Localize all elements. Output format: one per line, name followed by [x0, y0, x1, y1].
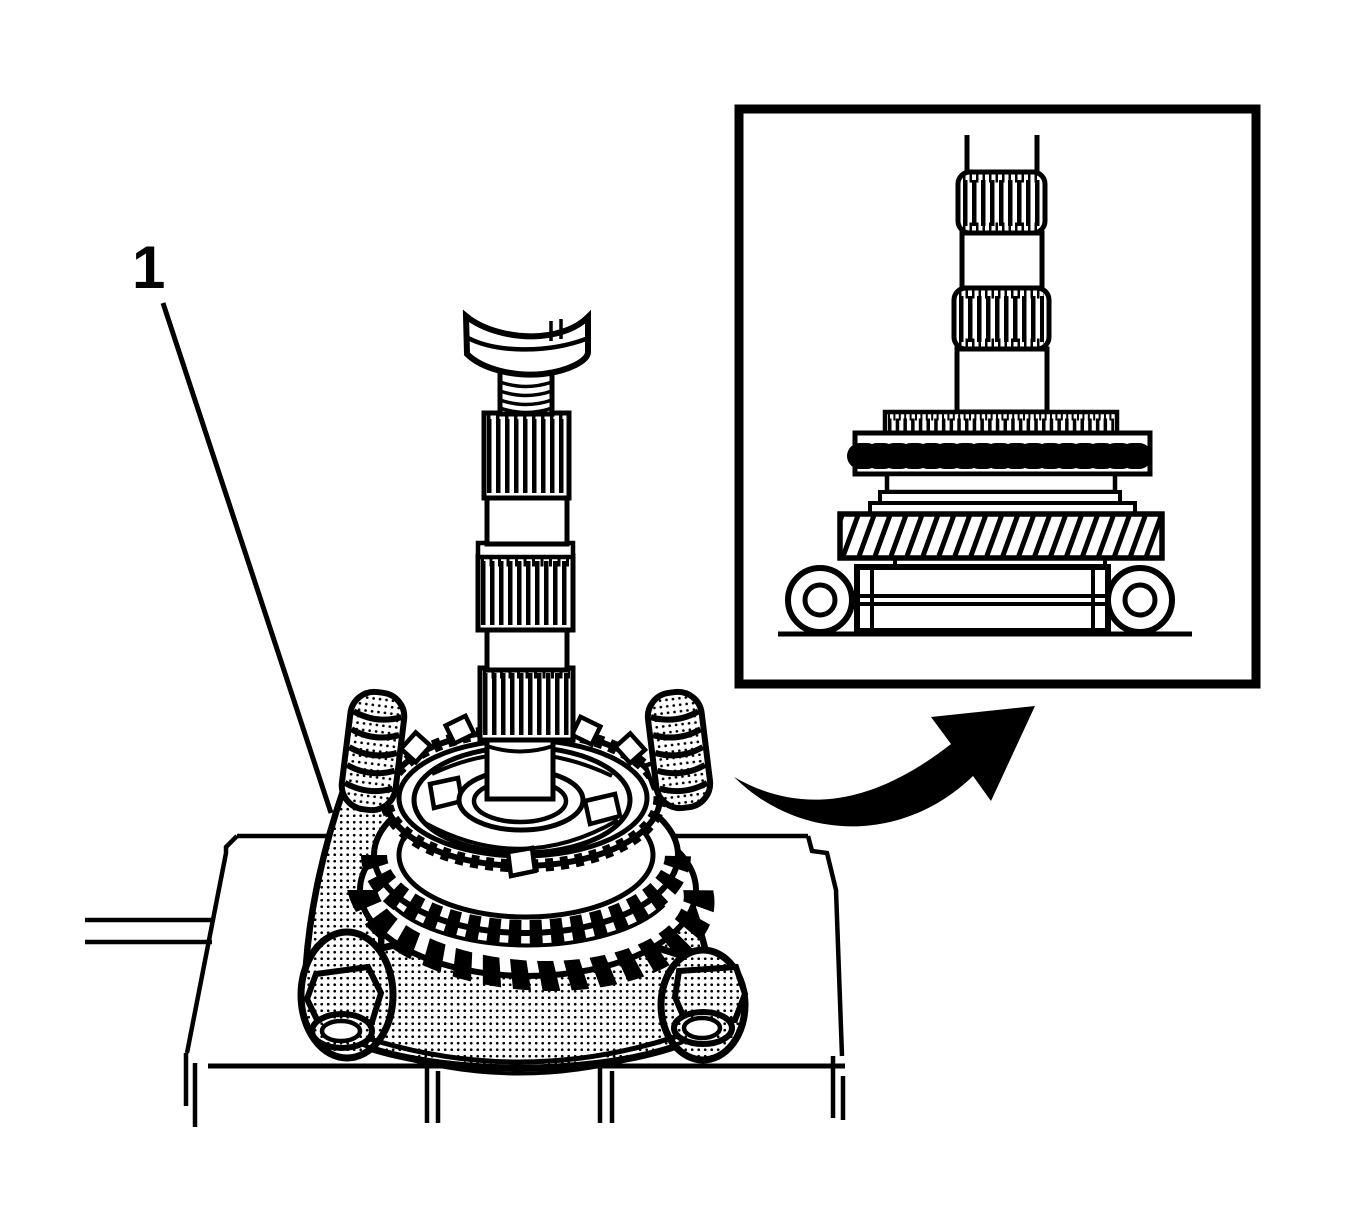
callout-1-label: 1: [132, 234, 165, 301]
inset-helical-gear: [837, 511, 1165, 561]
fixture-right-stud: [644, 688, 714, 812]
press-ram-cap: [462, 309, 591, 378]
fixture-left-stud: [338, 688, 408, 814]
fixture-studs-and-nuts: [303, 688, 749, 1051]
inset-shaft-lower-journal: [954, 346, 1050, 415]
fixture-right-nut: [671, 963, 749, 1047]
inset-support-bar: [854, 564, 1111, 634]
callout-1-leader-line: [160, 302, 334, 814]
table-right-edge: [805, 835, 845, 1057]
output-shaft: [475, 369, 576, 802]
callout-1: 1: [132, 234, 334, 814]
shaft-journal: [484, 494, 570, 547]
inset-detail-box: [734, 104, 1261, 689]
shaft-lower-journal: [484, 734, 556, 802]
helical-gear-teeth: [347, 889, 715, 991]
table-left-edge: [184, 834, 239, 1054]
curved-arrow-icon: [734, 706, 1035, 827]
inset-gear-hub: [884, 471, 1118, 495]
inset-shaft-journal: [959, 230, 1045, 291]
gear-rim-line: [390, 903, 666, 948]
inset-press-support: [778, 564, 1192, 637]
shaft-journal: [484, 625, 570, 673]
inset-shaft-and-gears: [837, 135, 1165, 567]
fixture-left-nut: [303, 963, 385, 1051]
plate-rim-line: [321, 1019, 717, 1065]
plate-rim-line: [354, 1040, 684, 1076]
